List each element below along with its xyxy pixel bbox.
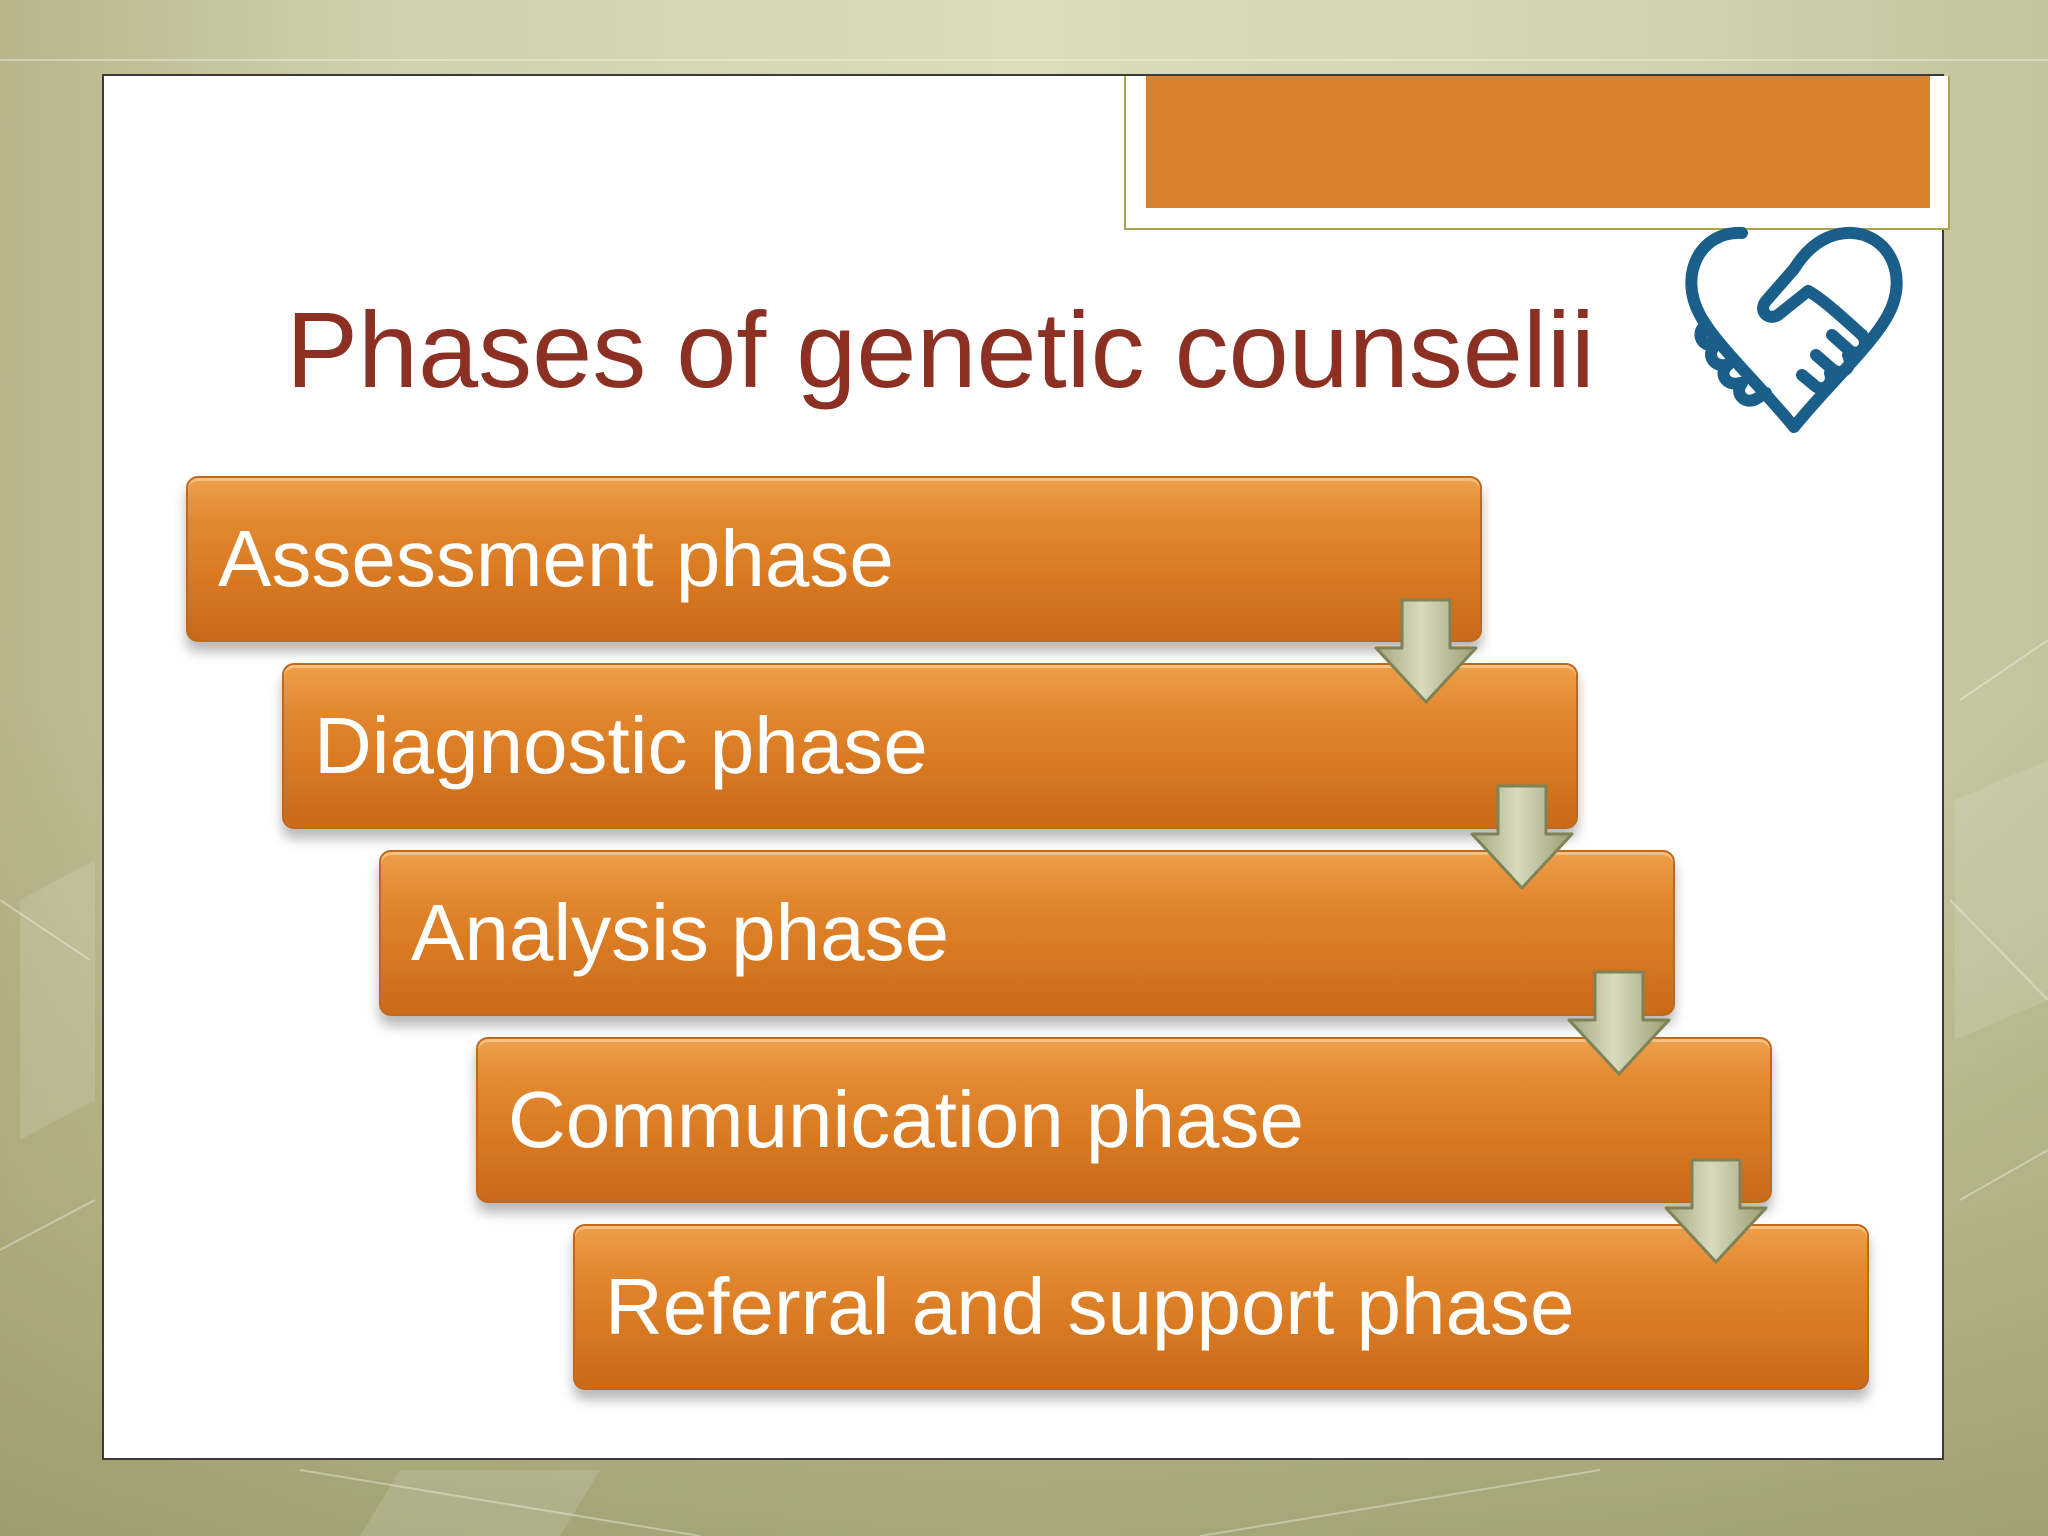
- phase-box-diagnostic: Diagnostic phase: [282, 663, 1578, 829]
- title-container: Phases of genetic counselii: [286, 280, 1654, 420]
- down-arrow-icon: [1567, 970, 1671, 1076]
- down-arrow-icon: [1470, 784, 1574, 890]
- title-accent-tab: [1124, 76, 1950, 230]
- phase-box-assessment: Assessment phase: [186, 476, 1482, 642]
- phase-label: Communication phase: [508, 1075, 1304, 1164]
- phase-label: Referral and support phase: [605, 1262, 1575, 1351]
- phase-label: Analysis phase: [411, 888, 950, 977]
- down-arrow-icon: [1374, 598, 1478, 704]
- phase-box-referral-support: Referral and support phase: [573, 1224, 1869, 1390]
- title-accent-bar: [1146, 76, 1930, 208]
- slide-title: Phases of genetic counselii: [286, 289, 1595, 410]
- phase-label: Diagnostic phase: [314, 701, 928, 790]
- phase-label: Assessment phase: [218, 514, 894, 603]
- heart-handshake-icon: [1685, 226, 1903, 433]
- down-arrow-icon: [1664, 1158, 1768, 1264]
- phase-box-analysis: Analysis phase: [379, 850, 1675, 1016]
- phase-box-communication: Communication phase: [476, 1037, 1772, 1203]
